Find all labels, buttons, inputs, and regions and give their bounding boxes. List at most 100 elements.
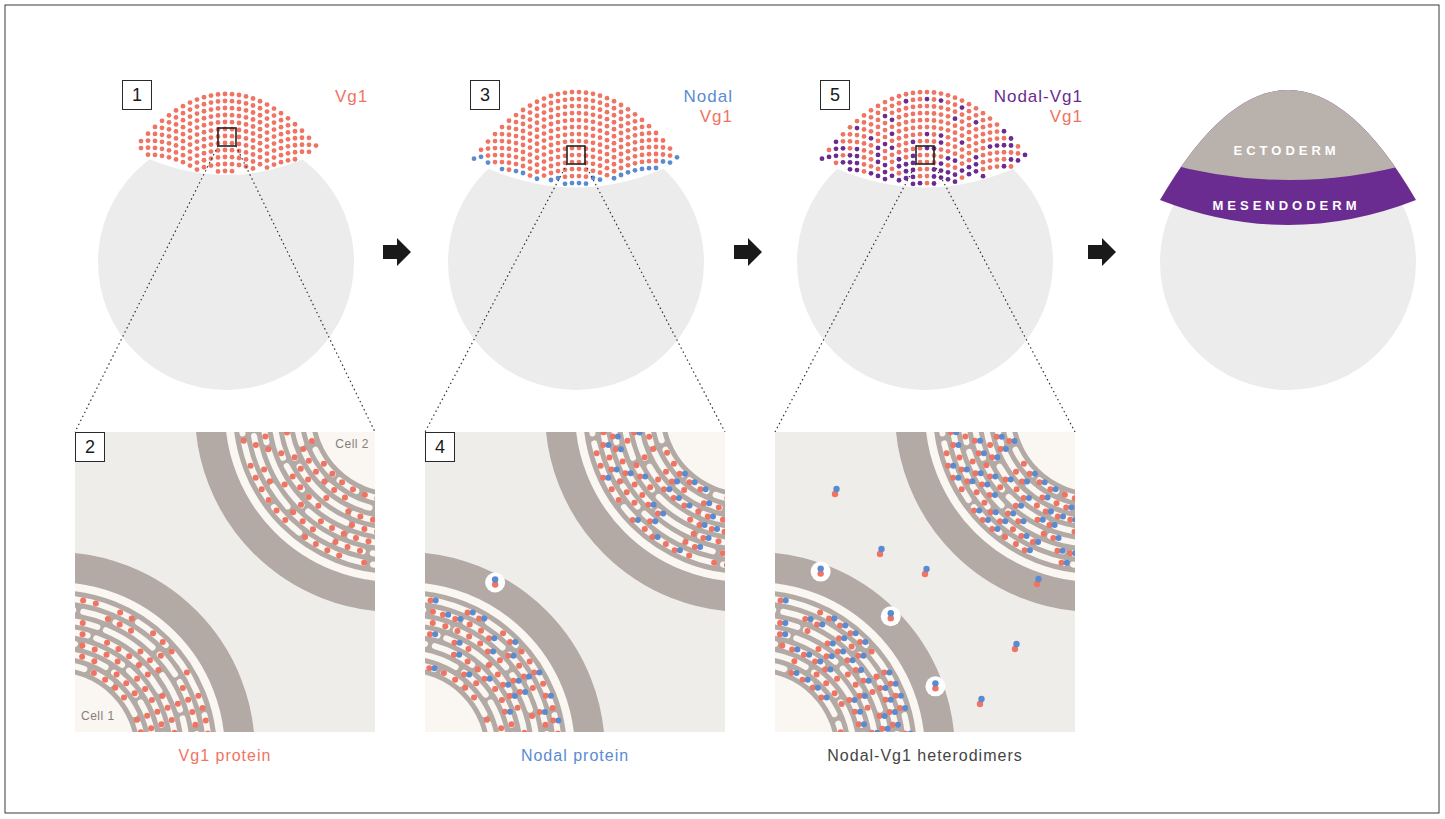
protein-dot [237, 114, 242, 119]
protein-dot [542, 117, 547, 122]
vg1-protein [366, 538, 372, 544]
protein-dot [946, 128, 951, 133]
protein-dot [598, 156, 603, 161]
protein-dot [897, 178, 902, 183]
vg1-protein [550, 718, 556, 724]
protein-dot [855, 168, 860, 173]
protein-dot [939, 112, 944, 117]
nodal-protein [981, 450, 987, 456]
protein-dot [251, 159, 256, 164]
vg1-protein [137, 648, 143, 654]
protein-dot [209, 121, 214, 126]
nodal-protein [1018, 503, 1024, 509]
protein-dot [195, 139, 200, 144]
protein-dot [598, 100, 603, 105]
protein-dot [925, 125, 930, 130]
protein-dot [654, 159, 659, 164]
vg1-protein [175, 701, 181, 707]
protein-dot [890, 110, 895, 115]
vg1-protein [669, 478, 675, 484]
protein-dot [188, 142, 193, 147]
protein-dot [897, 164, 902, 169]
protein-dot [981, 160, 986, 165]
protein-dot [577, 90, 582, 95]
vg1-protein [997, 484, 1003, 490]
vg1-protein [305, 476, 311, 482]
blastoderm-cap [470, 88, 682, 188]
vg1-protein [467, 621, 473, 627]
protein-dot [960, 161, 965, 166]
protein-dot [181, 139, 186, 144]
nodal-protein [978, 696, 984, 702]
vg1-protein [507, 693, 513, 699]
vg1-protein [802, 616, 808, 622]
vg1-protein [962, 434, 968, 440]
protein-dot [514, 148, 519, 153]
protein-dot [542, 131, 547, 136]
nodal-protein [862, 693, 868, 699]
vg1-protein [318, 518, 324, 524]
vg1-protein [147, 657, 153, 663]
protein-dot [244, 115, 249, 120]
protein-dot [307, 135, 312, 140]
vg1-protein [835, 648, 841, 654]
vg1-protein [529, 713, 535, 719]
protein-dot [967, 123, 972, 128]
nodal-protein [898, 693, 904, 699]
vg1-protein [606, 454, 612, 460]
protein-dot [535, 120, 540, 125]
protein-dot [981, 118, 986, 123]
vg1-protein [1019, 478, 1025, 484]
nodal-protein [874, 730, 880, 732]
protein-dot [605, 96, 610, 101]
protein-dot [258, 162, 263, 167]
vg1-protein [956, 454, 962, 460]
protein-dot [855, 154, 860, 159]
vg1-protein [980, 517, 986, 523]
protein-dot [869, 129, 874, 134]
protein-dot [911, 154, 916, 159]
protein-dot [521, 143, 526, 148]
vg1-protein [345, 544, 351, 550]
protein-dot [640, 167, 645, 172]
protein-dot [584, 181, 589, 186]
protein-dot [549, 108, 554, 113]
vg1-protein [959, 486, 965, 492]
protein-dot [876, 131, 881, 136]
protein-dot [841, 132, 846, 137]
vg1-protein [987, 474, 993, 480]
vg1-protein [818, 694, 824, 700]
nodal-protein [522, 689, 528, 695]
protein-dot [265, 158, 270, 163]
yolk-cell [98, 134, 354, 390]
vg1-protein [266, 497, 272, 503]
nodal-protein [470, 609, 476, 615]
protein-dot [1009, 157, 1014, 162]
vg1-protein [290, 474, 296, 480]
nodal-protein [466, 671, 472, 677]
protein-dot [209, 100, 214, 105]
vg1-protein [1014, 486, 1020, 492]
vg1-protein [814, 621, 820, 627]
protein-dot [974, 148, 979, 153]
vg1-protein [336, 553, 342, 559]
protein-dot [535, 162, 540, 167]
vg1-protein [149, 697, 155, 703]
er-lumen [775, 620, 887, 732]
vg1-protein [80, 631, 86, 637]
protein-dot [570, 90, 575, 95]
nodal-protein [794, 646, 800, 652]
vg1-protein [902, 730, 908, 732]
protein-dot [244, 157, 249, 162]
protein-dot [640, 118, 645, 123]
vg1-protein [158, 721, 164, 727]
nodal-protein [830, 640, 836, 646]
callout-number: 5 [830, 85, 840, 106]
vg1-protein [495, 671, 501, 677]
nodal-protein [615, 434, 621, 440]
vg1-protein [647, 518, 653, 524]
secretory-vesicle [925, 676, 945, 696]
protein-dot [202, 165, 207, 170]
protein-dot [883, 114, 888, 119]
protein-dot [209, 128, 214, 133]
